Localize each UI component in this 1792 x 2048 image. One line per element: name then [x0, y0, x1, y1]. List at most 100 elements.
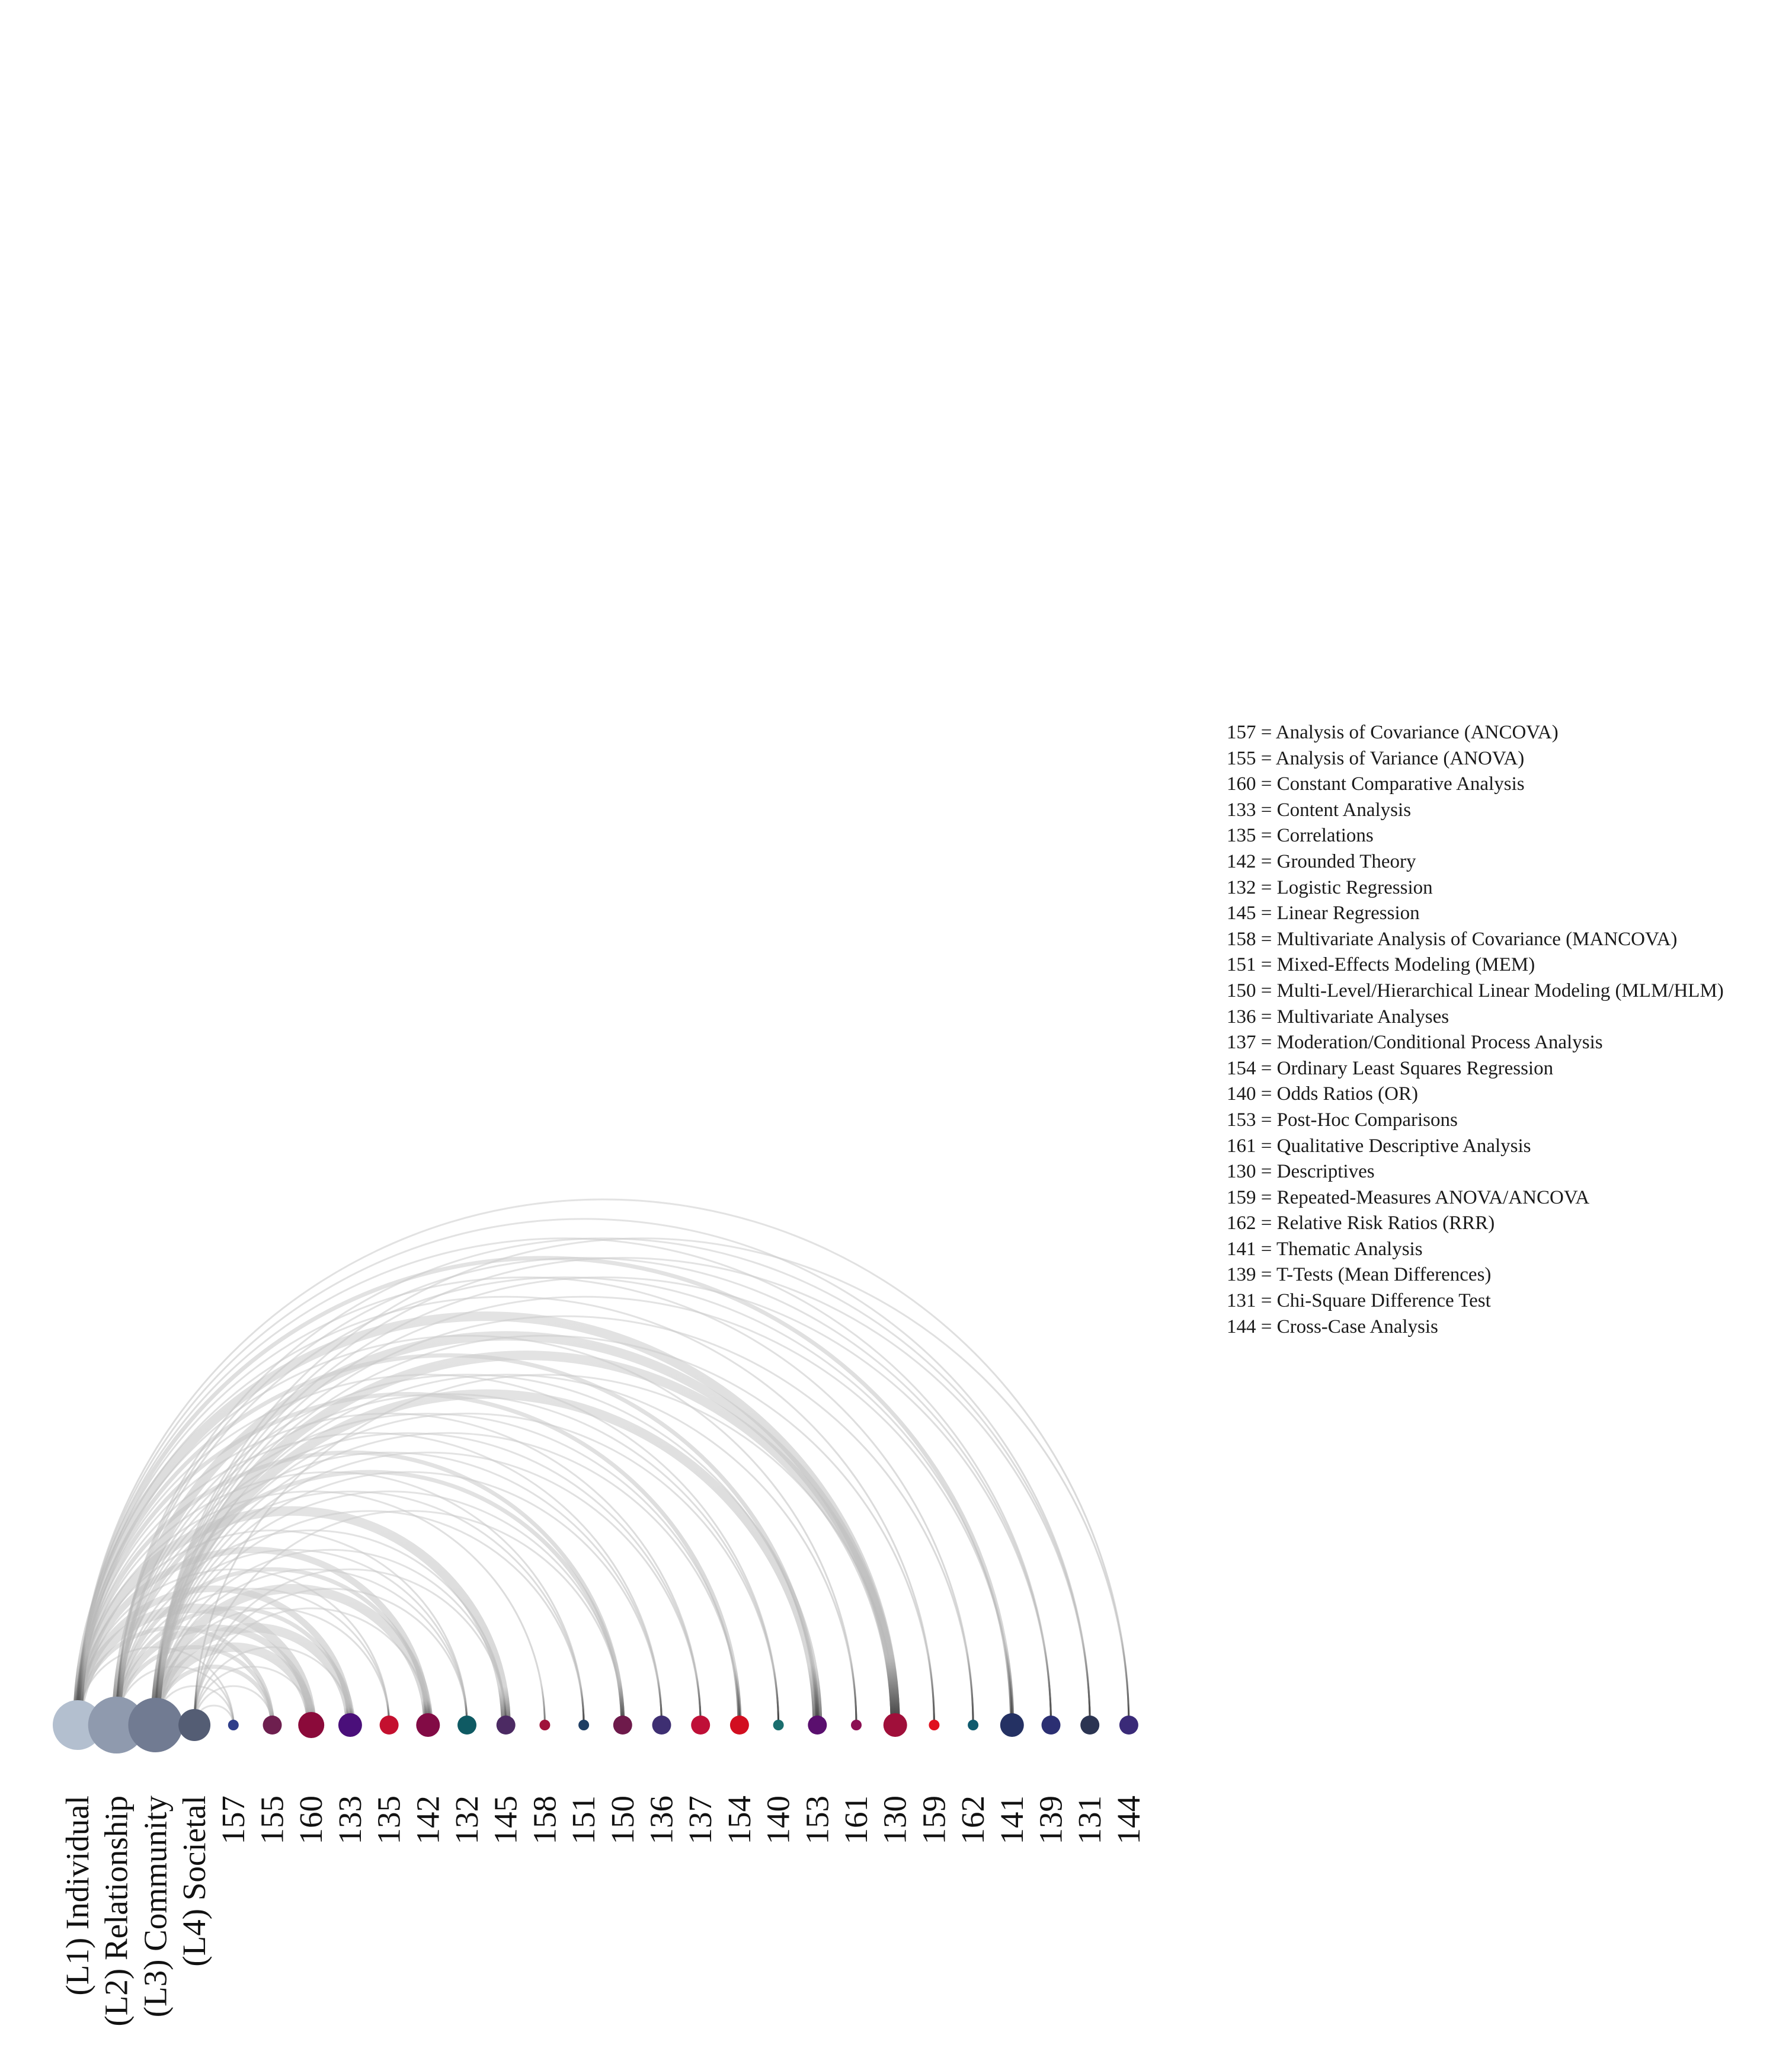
arc-l2-136 [116, 1451, 663, 1726]
node-label-135: 135 [371, 1796, 407, 1845]
arc-l2-137 [116, 1432, 702, 1726]
arc-l3-159 [154, 1335, 935, 1726]
legend-item: 160 = Constant Comparative Analysis [1227, 773, 1525, 795]
node-label-131: 131 [1071, 1796, 1108, 1845]
node-label-154: 154 [721, 1796, 757, 1845]
legend-item: 131 = Chi-Square Difference Test [1227, 1290, 1491, 1312]
node-155 [263, 1716, 282, 1735]
legend-item: 130 = Descriptives [1227, 1161, 1375, 1183]
node-label-150: 150 [604, 1796, 641, 1845]
arc-l3-132 [154, 1568, 468, 1726]
node-label-158: 158 [526, 1796, 562, 1845]
arc-l1-136 [76, 1432, 663, 1726]
labels-layer: (L1) Individual(L2) Relationship(L3) Com… [59, 1796, 1147, 2027]
arc-l1-151 [76, 1471, 585, 1726]
arc-l2-132 [116, 1548, 468, 1726]
node-132 [457, 1716, 476, 1735]
arc-l1-141 [75, 1256, 1015, 1726]
arc-l4-132 [193, 1588, 468, 1726]
legend-item: 141 = Thematic Analysis [1227, 1238, 1423, 1260]
node-label-l4: (L4) Societal [176, 1796, 212, 1967]
node-label-142: 142 [409, 1796, 446, 1845]
node-label-151: 151 [565, 1796, 601, 1845]
arc-l1-144 [76, 1198, 1130, 1726]
node-136 [652, 1716, 671, 1735]
node-144 [1119, 1716, 1138, 1735]
node-130 [883, 1713, 907, 1737]
arc-l1-154 [75, 1392, 742, 1726]
node-l1 [53, 1700, 103, 1750]
legend-item: 161 = Qualitative Descriptive Analysis [1227, 1135, 1531, 1157]
legend-item: 153 = Post-Hoc Comparisons [1227, 1109, 1458, 1131]
node-153 [808, 1716, 827, 1735]
node-label-140: 140 [760, 1796, 796, 1845]
arc-l1-140 [76, 1374, 780, 1726]
node-l4 [178, 1709, 211, 1741]
legend-item: 151 = Mixed-Effects Modeling (MEM) [1227, 954, 1535, 976]
node-135 [379, 1716, 399, 1735]
node-162 [968, 1720, 979, 1730]
arc-l4-130 [193, 1374, 897, 1726]
arc-l3-131 [154, 1257, 1091, 1726]
node-161 [851, 1720, 862, 1730]
node-159 [929, 1720, 940, 1730]
legend-item: 158 = Multivariate Analysis of Covarianc… [1227, 928, 1678, 950]
node-140 [773, 1720, 784, 1730]
legend-item: 150 = Multi-Level/Hierarchical Linear Mo… [1227, 980, 1724, 1001]
arc-l1-145 [73, 1506, 511, 1726]
arc-l3-136 [154, 1471, 663, 1726]
arc-l3-162 [154, 1315, 974, 1726]
legend-item: 140 = Odds Ratios (OR) [1227, 1083, 1418, 1105]
arc-l3-145 [154, 1548, 507, 1726]
arc-l2-151 [116, 1490, 585, 1726]
legend-item: 139 = T-Tests (Mean Differences) [1227, 1264, 1492, 1286]
node-label-133: 133 [332, 1796, 368, 1845]
legend-item: 162 = Relative Risk Ratios (RRR) [1227, 1212, 1495, 1234]
arc-l1-159 [76, 1295, 935, 1726]
arc-l1-131 [76, 1218, 1091, 1726]
arc-l2-154 [116, 1412, 741, 1726]
arc-l2-145 [116, 1529, 507, 1726]
node-131 [1080, 1716, 1100, 1735]
legend-item: 157 = Analysis of Covariance (ANCOVA) [1227, 722, 1559, 743]
arc-l1-150 [75, 1450, 625, 1726]
legend-item: 136 = Multivariate Analyses [1227, 1006, 1449, 1028]
node-l3 [128, 1698, 183, 1752]
arc-l1-133 [74, 1585, 354, 1726]
arc-l3-151 [154, 1510, 585, 1726]
arc-l2-131 [116, 1237, 1091, 1726]
node-label-130: 130 [877, 1796, 913, 1845]
node-label-160: 160 [293, 1796, 329, 1845]
node-158 [539, 1720, 551, 1730]
node-label-139: 139 [1033, 1796, 1069, 1845]
node-label-l2: (L2) Relationship [98, 1796, 135, 2027]
arcs-layer [73, 1198, 1130, 1726]
arc-l4-155 [193, 1685, 273, 1726]
legend-item: 142 = Grounded Theory [1227, 850, 1416, 872]
arc-l3-137 [154, 1451, 702, 1726]
node-142 [416, 1713, 440, 1737]
node-l2 [88, 1697, 145, 1753]
legend-item: 135 = Correlations [1227, 825, 1374, 847]
node-151 [578, 1720, 590, 1730]
node-label-l3: (L3) Community [137, 1796, 173, 2018]
arc-l2-141 [116, 1276, 1013, 1726]
arc-l3-139 [154, 1276, 1052, 1726]
node-label-145: 145 [488, 1796, 524, 1845]
node-label-155: 155 [254, 1796, 290, 1845]
arc-l1-162 [76, 1276, 974, 1726]
nodes-layer [53, 1697, 1138, 1753]
legend-item: 137 = Moderation/Conditional Process Ana… [1227, 1032, 1603, 1054]
node-label-l1: (L1) Individual [59, 1796, 95, 1996]
node-label-136: 136 [644, 1796, 680, 1845]
legend-item: 155 = Analysis of Variance (ANOVA) [1227, 747, 1525, 769]
node-label-137: 137 [682, 1796, 718, 1845]
node-160 [298, 1712, 325, 1738]
node-141 [1000, 1713, 1024, 1737]
arc-l3-130 [151, 1350, 900, 1726]
legend-item: 144 = Cross-Case Analysis [1227, 1316, 1438, 1337]
node-label-162: 162 [955, 1796, 991, 1845]
arc-l4-150 [193, 1510, 624, 1726]
node-145 [496, 1716, 516, 1735]
arc-l1-139 [76, 1237, 1052, 1726]
